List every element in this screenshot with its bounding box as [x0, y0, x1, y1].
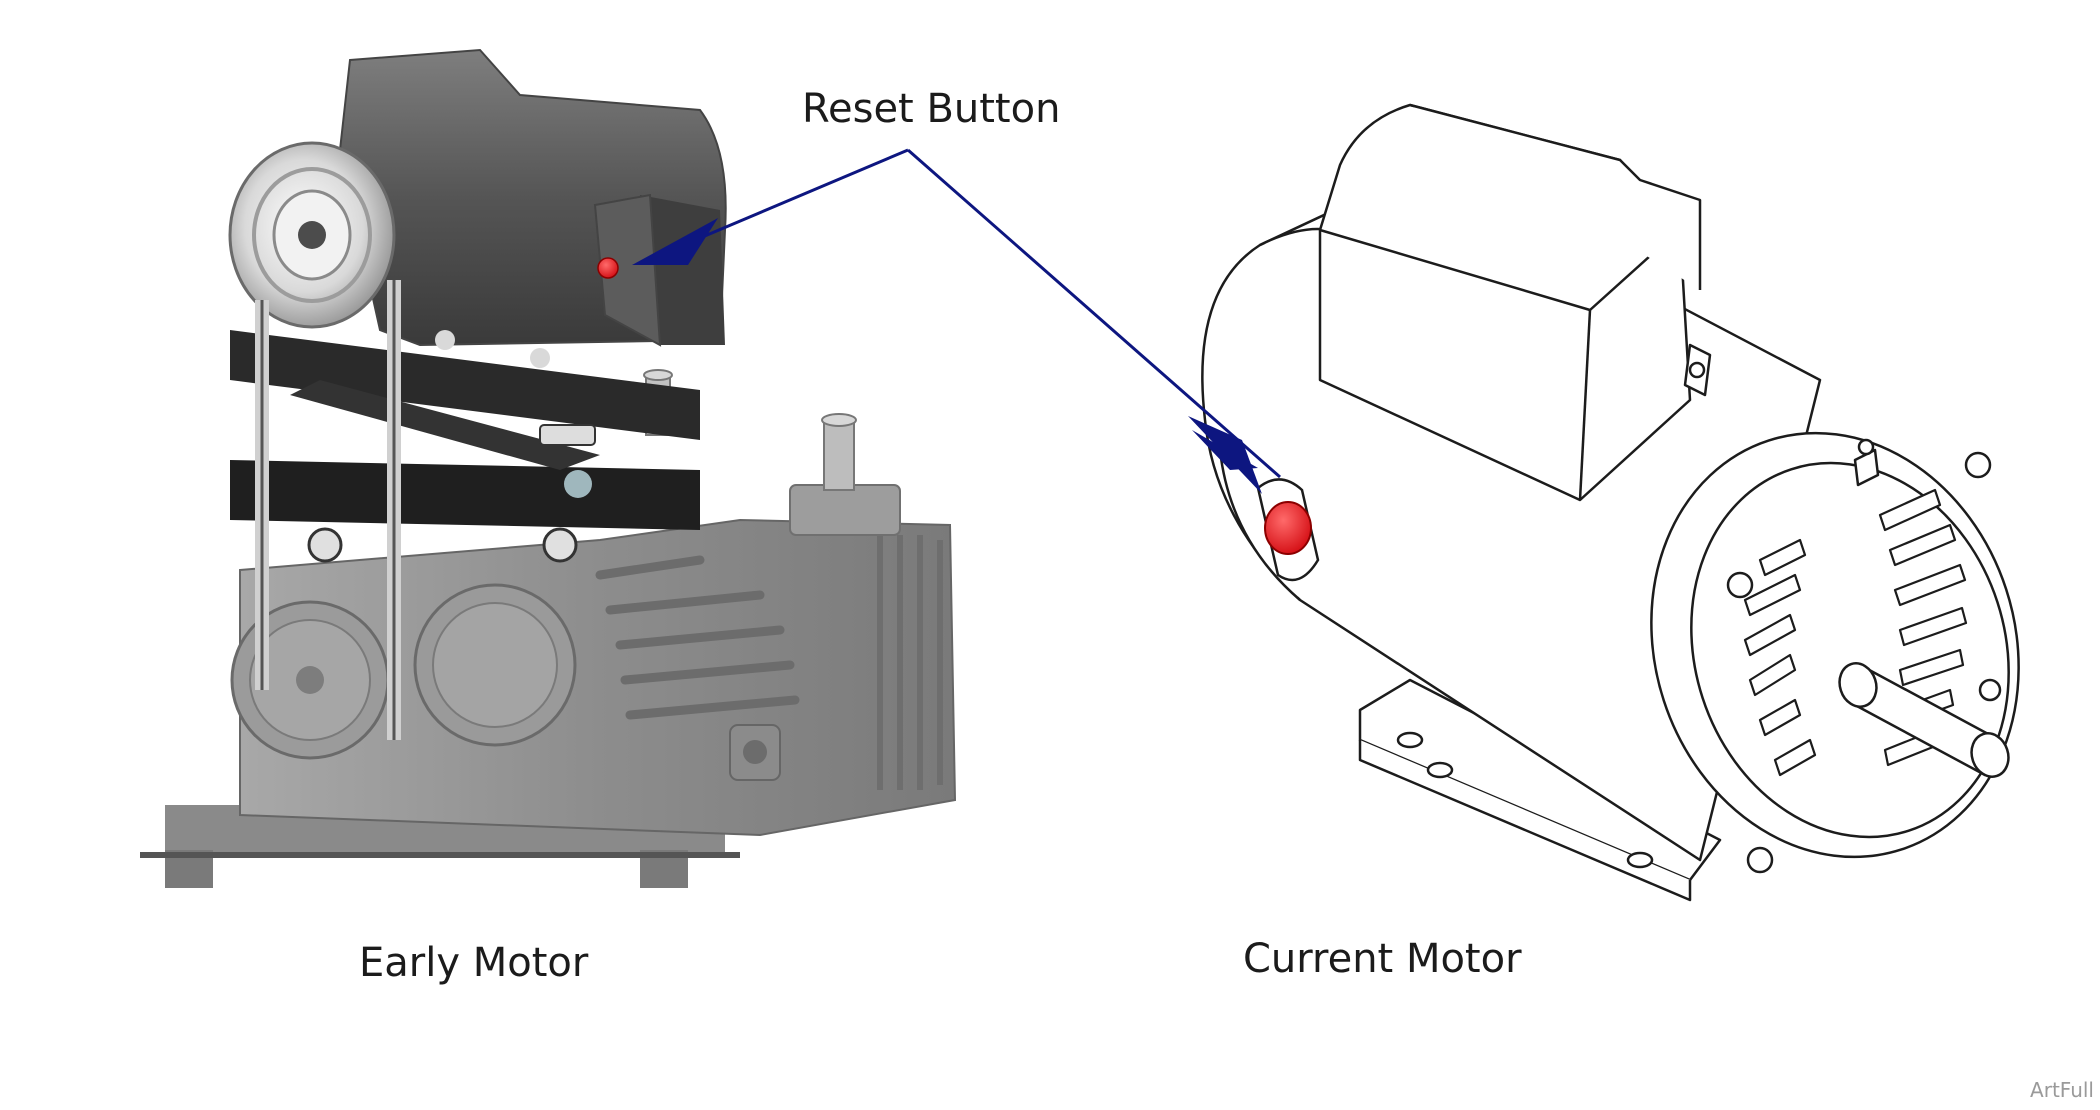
callout-leader-line-right — [907, 148, 1281, 479]
current-motor-shaft — [1838, 662, 2010, 778]
current-motor-caption: Current Motor — [1243, 936, 1522, 982]
callout-arrowhead-left — [632, 218, 718, 265]
drive-pulley — [228, 141, 396, 329]
reset-button-label: Reset Button — [802, 86, 1061, 132]
art-id-label: ArtFull — [2030, 1078, 2094, 1102]
early-motor-caption: Early Motor — [359, 940, 589, 986]
current-motor-foot — [1358, 678, 1722, 902]
early-motor-reset-button — [597, 257, 619, 279]
vacuum-pump — [230, 369, 957, 837]
drive-belt — [255, 280, 401, 740]
current-motor-reset-button — [1256, 478, 1320, 582]
reset-button-callout-arrows — [632, 148, 1281, 494]
motor-bracket — [230, 330, 700, 563]
early-motor-illustration — [140, 48, 957, 888]
current-motor-illustration — [1201, 103, 2020, 902]
